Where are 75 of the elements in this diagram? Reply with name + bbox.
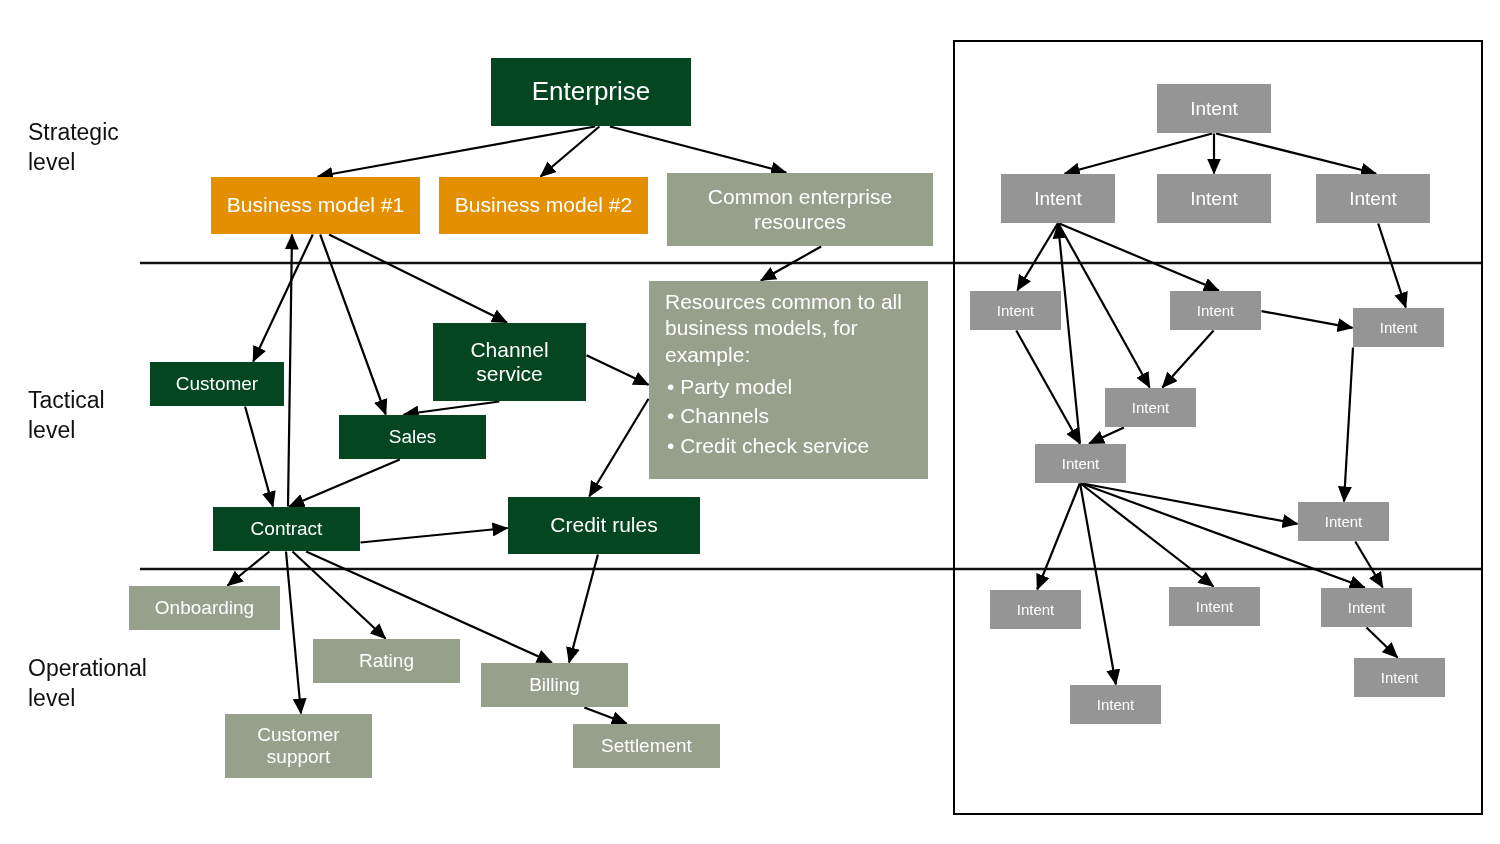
arrow [1215, 132, 1377, 177]
process-box: Contract [213, 507, 360, 551]
process-box: Onboarding [129, 586, 280, 630]
process-box: Customer support [225, 714, 372, 778]
arrow [360, 522, 509, 544]
process-box: Intent [1157, 84, 1271, 133]
arrow [539, 125, 601, 178]
arrow [1036, 483, 1081, 591]
arrow [252, 234, 314, 363]
arrow [319, 234, 388, 416]
process-box: Intent [1298, 502, 1389, 541]
process-box: Intent [1001, 174, 1115, 223]
arrow [1057, 222, 1151, 389]
process-box: Intent [970, 291, 1061, 330]
arrow [1079, 482, 1215, 588]
process-box: Credit rules [508, 497, 700, 554]
process-box: Intent [1321, 588, 1412, 627]
arrow [284, 233, 299, 507]
arrow [1079, 483, 1121, 686]
level-label: Strategic level [28, 118, 120, 177]
arrow [328, 233, 508, 324]
arrow [586, 354, 650, 386]
bullet-item: • Party model [667, 373, 794, 400]
box-heading: Resources common to all business models, for example: [665, 289, 903, 368]
process-box: Intent [1070, 685, 1161, 724]
process-box: Settlement [573, 724, 720, 768]
level-label: Tactical level [28, 386, 106, 445]
arrow [1377, 223, 1408, 309]
arrow [1058, 222, 1220, 292]
process-box: Intent [1105, 388, 1196, 427]
frame-box [953, 40, 1483, 815]
arrow [226, 550, 271, 587]
arrow [284, 551, 307, 715]
process-box: Intent [1353, 308, 1444, 347]
arrow [1337, 347, 1355, 503]
arrow [1261, 310, 1354, 333]
arrow [305, 550, 553, 664]
process-box: Sales [339, 415, 486, 459]
arrow [1063, 132, 1213, 177]
arrow [566, 554, 599, 664]
arrow [1015, 329, 1081, 445]
resource-box [649, 281, 928, 479]
process-box: Intent [1170, 291, 1261, 330]
process-box: Intent [1169, 587, 1260, 626]
arrow [1052, 222, 1082, 444]
process-box: Enterprise [491, 58, 691, 126]
arrow [1081, 482, 1366, 589]
process-box: Intent [990, 590, 1081, 629]
bullet-item: • Credit check service [667, 432, 870, 459]
arrow [1354, 540, 1384, 589]
process-box: Customer [150, 362, 284, 406]
bullet-item: • Channels [667, 403, 770, 430]
arrow [1088, 426, 1125, 445]
arrow [583, 706, 628, 725]
arrow [1365, 626, 1399, 659]
process-box: Intent [1035, 444, 1126, 483]
arrow [288, 458, 401, 508]
process-box: Billing [481, 663, 628, 707]
arrow [760, 245, 822, 282]
process-box: Common enterprise resources [667, 173, 933, 246]
arrow [609, 125, 788, 176]
process-box: Rating [313, 639, 460, 683]
level-label: Operational level [28, 654, 148, 713]
arrow [1161, 329, 1215, 389]
arrow [291, 550, 387, 640]
arrow [1016, 222, 1059, 292]
process-box: Channel service [433, 323, 586, 401]
process-box: Business model #2 [439, 177, 648, 234]
arrow [1207, 133, 1221, 175]
process-box: Business model #1 [211, 177, 420, 234]
arrow [588, 398, 650, 498]
arrow [244, 406, 276, 508]
process-box: Intent [1316, 174, 1430, 223]
process-box: Intent [1354, 658, 1445, 697]
process-box: Intent [1157, 174, 1271, 223]
